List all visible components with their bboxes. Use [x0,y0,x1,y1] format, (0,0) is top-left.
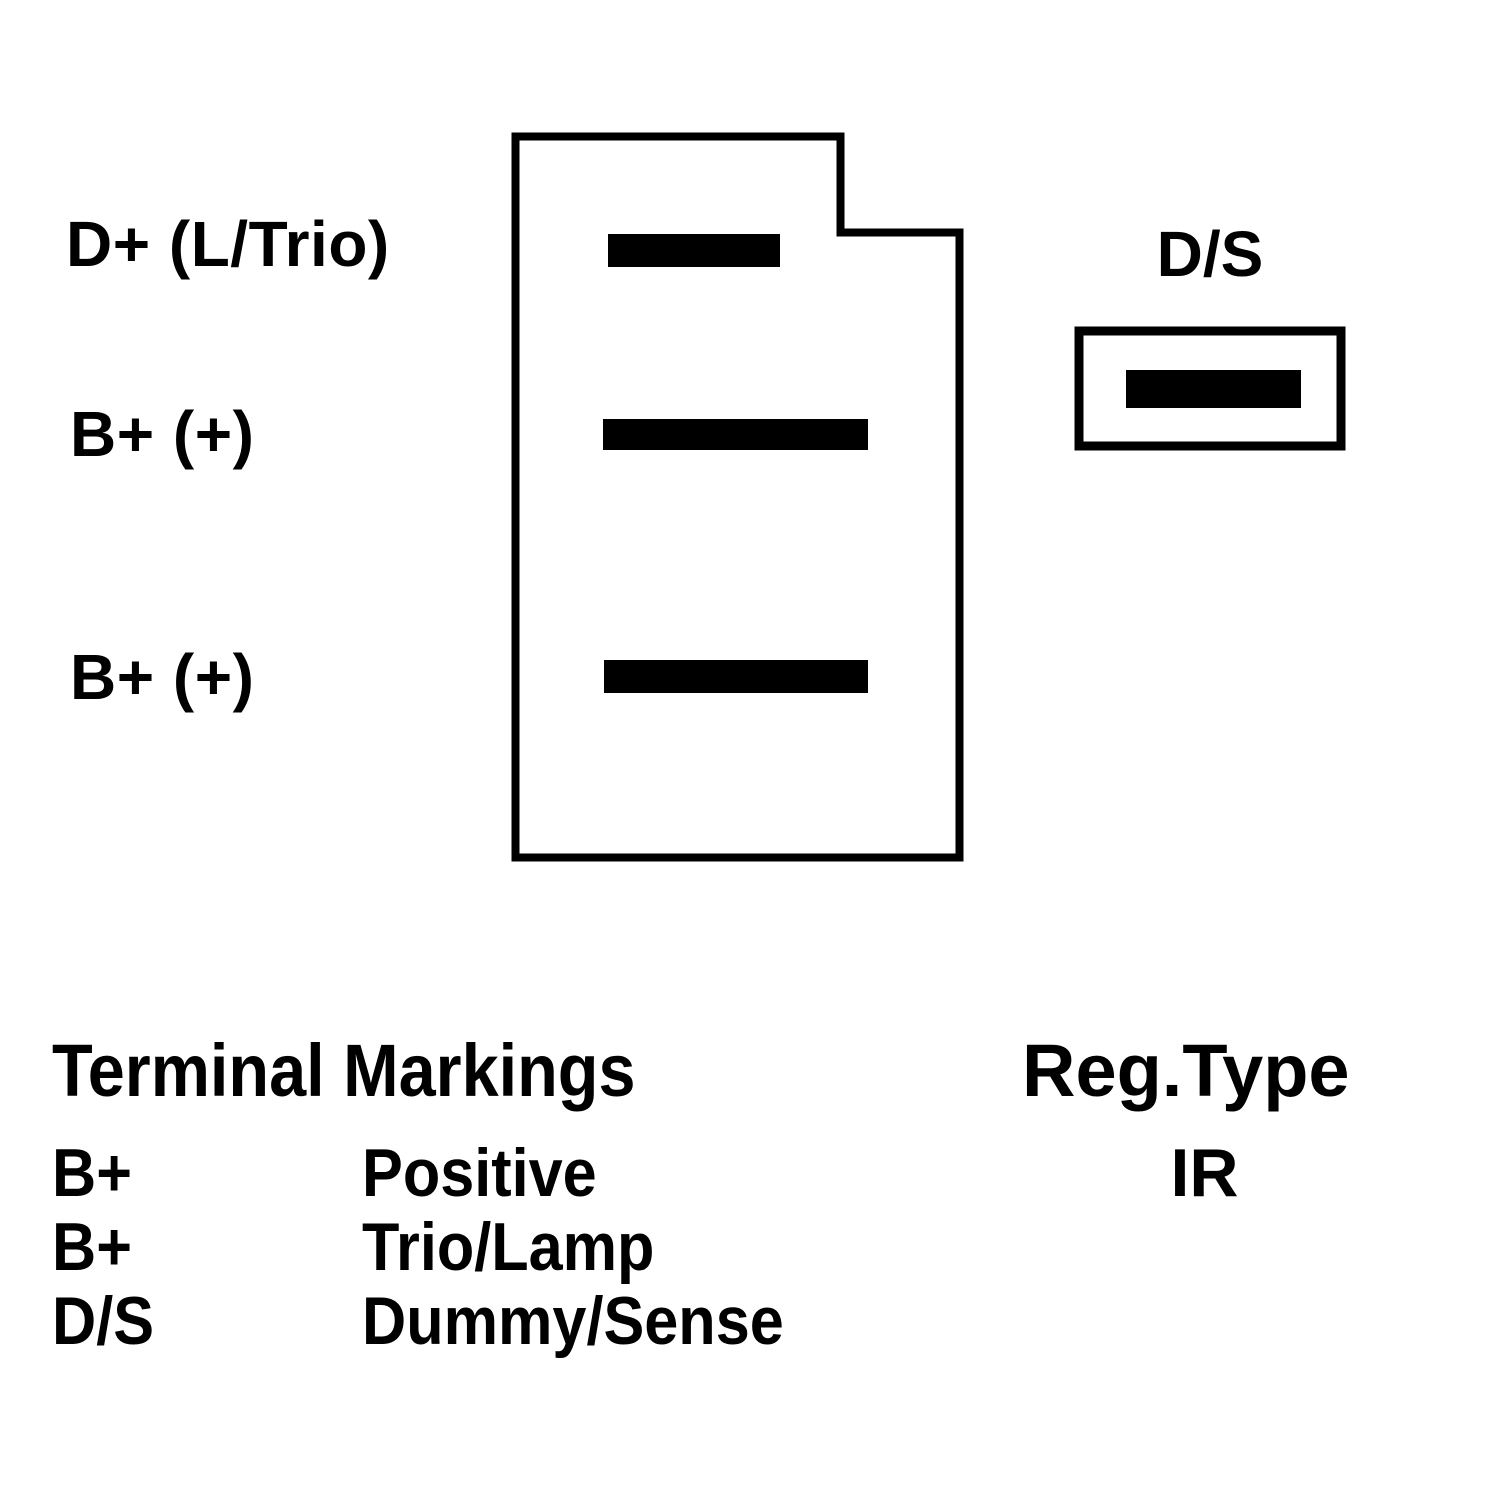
terminal-blade-b-plus-2 [604,660,868,693]
terminal-label-b-plus-1: B+ (+) [70,398,255,470]
terminal-markings-table: B+ Positive B+ Trio/Lamp D/S Dummy/Sense [52,1136,1002,1358]
legend-block: Terminal Markings Reg.Type B+ Positive B… [0,1010,1500,1430]
table-cell-terminal: B+ [52,1209,132,1285]
terminal-label-b-plus-2: B+ (+) [70,641,255,713]
terminal-label-ds: D/S [1156,218,1264,290]
terminal-label-d-plus: D+ (L/Trio) [66,208,390,280]
table-row: B+ Trio/Lamp [52,1210,1002,1284]
reg-type-value: IR [1170,1135,1239,1211]
table-cell-terminal: D/S [52,1283,155,1359]
table-row: B+ Positive [52,1136,1002,1210]
terminal-blade-d-plus [608,234,780,267]
table-cell-description: Dummy/Sense [362,1283,784,1359]
legend-title-reg-type: Reg.Type [1022,1029,1350,1112]
table-row: D/S Dummy/Sense [52,1284,1002,1358]
legend-title-terminal-markings: Terminal Markings [52,1029,636,1112]
table-cell-description: Trio/Lamp [362,1209,655,1285]
terminal-blade-ds [1126,370,1301,408]
terminal-diagram-canvas [511,132,1346,862]
table-cell-terminal: B+ [52,1135,132,1211]
table-cell-description: Positive [362,1135,597,1211]
terminal-blade-b-plus-1 [603,419,868,450]
